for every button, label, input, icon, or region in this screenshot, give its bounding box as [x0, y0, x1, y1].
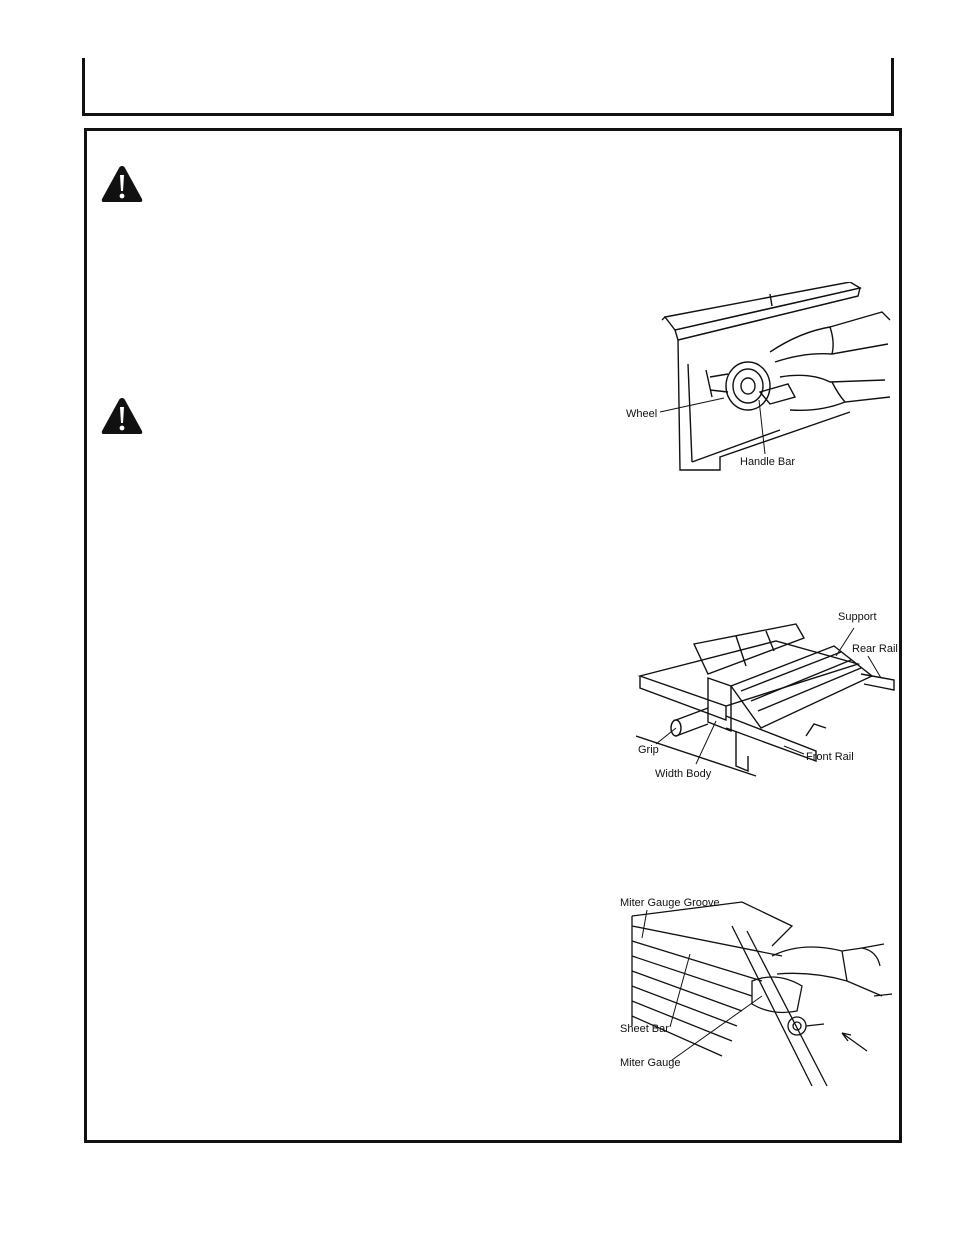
- figure-rails: [636, 616, 898, 788]
- label-miter-gauge: Miter Gauge: [620, 1057, 681, 1069]
- label-front-rail: Front Rail: [806, 751, 854, 763]
- leader-line-handle-bar: [758, 399, 766, 455]
- label-wheel: Wheel: [626, 408, 658, 420]
- figure-rails-illustration: [636, 623, 895, 777]
- figure-miter-illustration: [631, 901, 893, 1087]
- figure-miter-gauge: [612, 886, 904, 1091]
- warning-triangle-icon: [101, 398, 143, 434]
- warning-triangle-icon: [101, 166, 143, 202]
- leader-lines-rails: [655, 627, 882, 765]
- label-miter-gauge-groove: Miter Gauge Groove: [620, 897, 720, 909]
- label-support: Support: [838, 611, 877, 623]
- page-header-box: [82, 58, 894, 116]
- label-grip: Grip: [638, 744, 659, 756]
- label-width-body: Width Body: [655, 768, 712, 780]
- label-sheet-bar: Sheet Bar: [620, 1023, 669, 1035]
- leader-line-wheel: [659, 397, 725, 413]
- figure-wheel-illustration: [661, 282, 891, 471]
- label-handle-bar: Handle Bar: [740, 456, 796, 468]
- label-rear-rail: Rear Rail: [852, 643, 898, 655]
- content-box: [84, 128, 902, 1143]
- figure-wheel-handle: [620, 282, 900, 482]
- leader-lines-miter: [641, 909, 763, 1061]
